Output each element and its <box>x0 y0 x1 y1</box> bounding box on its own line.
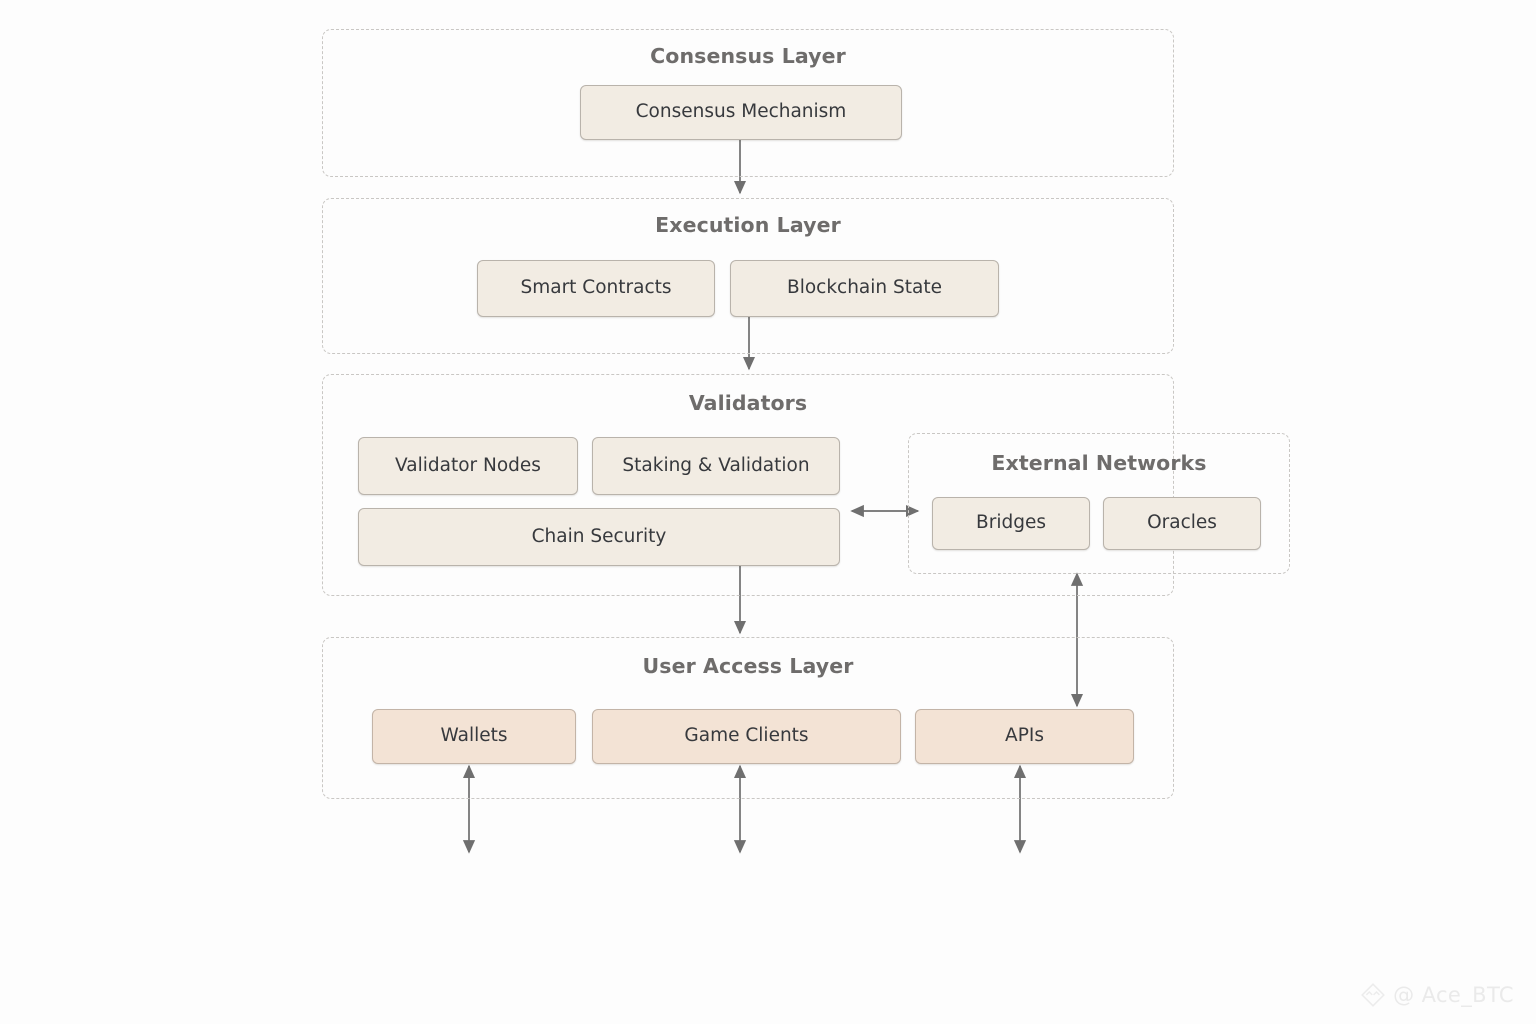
group-title-consensus-layer: Consensus Layer <box>650 44 846 68</box>
node-oracles[interactable]: Oracles <box>1103 497 1261 550</box>
group-user-access-layer: User Access Layer <box>322 637 1174 799</box>
group-title-user-access-layer: User Access Layer <box>642 654 854 678</box>
node-blockchain-state[interactable]: Blockchain State <box>730 260 999 317</box>
node-label-game-clients: Game Clients <box>684 725 809 747</box>
group-execution-layer: Execution Layer <box>322 198 1174 354</box>
node-label-apis: APIs <box>1005 725 1044 747</box>
node-game-clients[interactable]: Game Clients <box>592 709 901 764</box>
diamond-logo-icon <box>1361 983 1385 1007</box>
node-label-oracles: Oracles <box>1147 512 1217 534</box>
group-title-external-networks: External Networks <box>991 451 1207 475</box>
group-validators: Validators <box>322 374 1174 596</box>
node-smart-contracts[interactable]: Smart Contracts <box>477 260 715 317</box>
group-title-validators: Validators <box>688 391 808 415</box>
node-label-wallets: Wallets <box>440 725 508 747</box>
group-title-execution-layer: Execution Layer <box>655 213 841 237</box>
watermark-handle: @ Ace_BTC <box>1393 983 1514 1007</box>
node-wallets[interactable]: Wallets <box>372 709 576 764</box>
node-label-bridges: Bridges <box>976 512 1046 534</box>
node-bridges[interactable]: Bridges <box>932 497 1090 550</box>
node-label-blockchain-state: Blockchain State <box>787 277 942 299</box>
node-validator-nodes[interactable]: Validator Nodes <box>358 437 578 495</box>
group-consensus-layer: Consensus Layer <box>322 29 1174 177</box>
node-label-validator-nodes: Validator Nodes <box>395 454 541 476</box>
node-staking-validation[interactable]: Staking & Validation <box>592 437 840 495</box>
watermark: @ Ace_BTC <box>1360 982 1514 1008</box>
node-label-staking-validation: Staking & Validation <box>622 454 810 476</box>
node-label-consensus-mechanism: Consensus Mechanism <box>635 101 847 123</box>
node-chain-security[interactable]: Chain Security <box>358 508 840 566</box>
node-label-smart-contracts: Smart Contracts <box>520 277 672 299</box>
node-consensus-mechanism[interactable]: Consensus Mechanism <box>580 85 902 140</box>
node-label-chain-security: Chain Security <box>531 525 667 547</box>
group-external-networks: External Networks <box>908 433 1290 574</box>
node-apis[interactable]: APIs <box>915 709 1134 764</box>
